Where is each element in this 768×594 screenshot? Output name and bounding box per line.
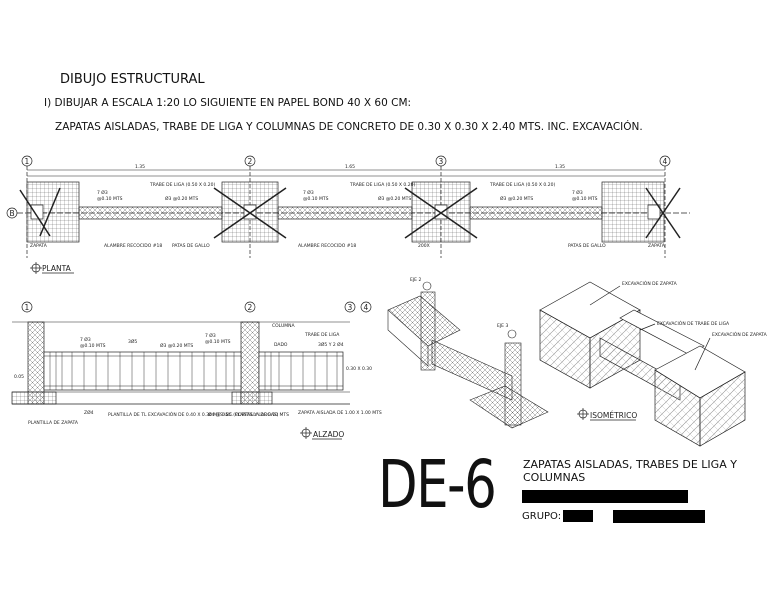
svg-text:Ø3 @0.20 MTS: Ø3 @0.20 MTS — [378, 195, 411, 202]
sheet-code: DE-6 — [378, 446, 497, 523]
axis-3-label: 3 — [439, 157, 444, 166]
plan-label: PLANTA — [42, 264, 72, 273]
svg-text:PLANTILLA DE ZAPATA: PLANTILLA DE ZAPATA — [28, 420, 79, 426]
plan-footing-2 — [213, 181, 287, 243]
svg-text:@0.10 MTS: @0.10 MTS — [205, 339, 231, 345]
axis-b-label: B — [10, 209, 15, 218]
svg-text:7 Ø3: 7 Ø3 — [205, 332, 216, 339]
svg-text:ALAMBRE RECOCIDO #18: ALAMBRE RECOCIDO #18 — [298, 243, 356, 249]
svg-text:TRABE DE LIGA (0.50 X 0.20): TRABE DE LIGA (0.50 X 0.20) — [489, 182, 555, 188]
svg-text:1.35: 1.35 — [555, 164, 565, 170]
plan-footing-1 — [19, 181, 80, 243]
svg-text:7 Ø3: 7 Ø3 — [572, 189, 583, 196]
svg-text:TRABE DE LIGA (0.50 X 0.20): TRABE DE LIGA (0.50 X 0.20) — [349, 182, 415, 188]
plan-tie-beams — [78, 206, 603, 220]
group-label: GRUPO: — [522, 511, 562, 522]
svg-text:EXCAVACIÓN DE TRABE DE LIGA: EXCAVACIÓN DE TRABE DE LIGA — [657, 320, 730, 327]
svg-text:@0.10 MTS: @0.10 MTS — [80, 343, 106, 349]
svg-text:@0.10 MTS: @0.10 MTS — [97, 196, 123, 202]
svg-text:@0.10 MTS: @0.10 MTS — [572, 196, 598, 202]
svg-text:200X: 200X — [418, 243, 430, 249]
svg-text:1: 1 — [25, 303, 30, 312]
svg-text:EJE 3: EJE 3 — [497, 323, 508, 329]
svg-text:DADO: DADO — [274, 342, 288, 348]
svg-text:PLANTILLA DE TL: PLANTILLA DE TL — [108, 412, 147, 418]
svg-text:EXCAVACIÓN DE ZAPATA: EXCAVACIÓN DE ZAPATA — [622, 280, 678, 287]
elevation-view-label: ALZADO — [300, 427, 344, 440]
isometric-label: ISOMÉTRICO — [590, 411, 637, 420]
isometric-rebar: EJE 2 EJE 3 — [387, 277, 549, 429]
svg-text:Ø3 @0.20 MTS: Ø3 @0.20 MTS — [160, 342, 193, 349]
svg-text:PATAS DE GALLO: PATAS DE GALLO — [568, 243, 606, 249]
description-text: ZAPATAS AISLADAS, TRABE DE LIGA Y COLUMN… — [55, 121, 643, 133]
svg-text:Ø3 @0.20 MTS: Ø3 @0.20 MTS — [165, 195, 198, 202]
sheet-subject: ZAPATAS AISLADAS, TRABES DE LIGA Y COLUM… — [523, 458, 737, 484]
svg-text:@0.10 MTS: @0.10 MTS — [303, 196, 329, 202]
svg-text:3Ø5: 3Ø5 — [128, 338, 137, 345]
elevation-stirrups — [49, 352, 338, 390]
svg-text:3Ø5 Y 2 Ø4: 3Ø5 Y 2 Ø4 — [318, 341, 344, 348]
plan-footing-3 — [404, 181, 478, 243]
isometric-excavation: EXCAVACIÓN DE ZAPATA EXCAVACIÓN DE TRABE… — [539, 280, 768, 447]
svg-text:3: 3 — [348, 303, 353, 312]
svg-text:4: 4 — [364, 303, 369, 312]
svg-text:ZAPATA AISLADA DE 1.00 X 1.00: ZAPATA AISLADA DE 1.00 X 1.00 MTS — [298, 410, 382, 416]
drawing-title: DIBUJO ESTRUCTURAL — [60, 72, 205, 87]
svg-text:1.65: 1.65 — [345, 164, 355, 170]
svg-text:ZAPATA: ZAPATA — [648, 243, 666, 249]
svg-text:0.30 X 0.30: 0.30 X 0.30 — [346, 366, 372, 372]
svg-text:1.35: 1.35 — [135, 164, 145, 170]
instruction-text: I) DIBUJAR A ESCALA 1:20 LO SIGUIENTE EN… — [44, 97, 412, 109]
svg-text:0.05: 0.05 — [14, 374, 24, 380]
svg-text:2: 2 — [248, 303, 253, 312]
axis-2-label: 2 — [248, 157, 253, 166]
svg-text:Ø4 @ 0.25 (CORTAS Y LARGAS): Ø4 @ 0.25 (CORTAS Y LARGAS) — [208, 411, 279, 418]
redaction-bar-extra — [613, 510, 705, 523]
svg-text:PATAS DE GALLO: PATAS DE GALLO — [172, 243, 210, 249]
svg-text:7 Ø3: 7 Ø3 — [97, 189, 108, 196]
svg-text:EXCAVACIÓN DE 0.40 X 0.30 MTS: EXCAVACIÓN DE 0.40 X 0.30 MTS INC. PLANT… — [148, 411, 289, 418]
axis-4-label: 4 — [663, 157, 668, 166]
axis-1-label: 1 — [25, 157, 30, 166]
svg-text:EJE 2: EJE 2 — [410, 277, 421, 283]
redaction-bar-name — [522, 490, 688, 503]
elevation-label: ALZADO — [313, 430, 344, 439]
svg-text:ZAPATA: ZAPATA — [30, 243, 48, 249]
elevation-view: 1 2 3 4 — [11, 301, 382, 440]
svg-text:7 Ø3: 7 Ø3 — [303, 189, 314, 196]
svg-text:TRABE DE LIGA: TRABE DE LIGA — [304, 332, 340, 338]
svg-text:COLUMNA: COLUMNA — [272, 323, 296, 329]
isometric-view-label: ISOMÉTRICO — [577, 408, 637, 421]
svg-text:ZØ4: ZØ4 — [84, 409, 94, 416]
svg-text:ALAMBRE RECOCIDO #18: ALAMBRE RECOCIDO #18 — [104, 243, 162, 249]
svg-text:7 Ø3: 7 Ø3 — [80, 336, 91, 343]
plan-footing-4 — [601, 181, 681, 243]
svg-text:Ø3 @0.20 MTS: Ø3 @0.20 MTS — [500, 195, 533, 202]
redaction-bar-group — [563, 510, 593, 522]
svg-text:EXCAVACIÓN DE ZAPATA: EXCAVACIÓN DE ZAPATA — [712, 331, 768, 338]
plan-view-label: PLANTA — [30, 262, 74, 274]
svg-text:TRABE DE LIGA (0.50 X 0.20): TRABE DE LIGA (0.50 X 0.20) — [149, 182, 215, 188]
plan-view: 1 2 3 4 B 1.35 1.65 1.35 — [6, 155, 690, 274]
